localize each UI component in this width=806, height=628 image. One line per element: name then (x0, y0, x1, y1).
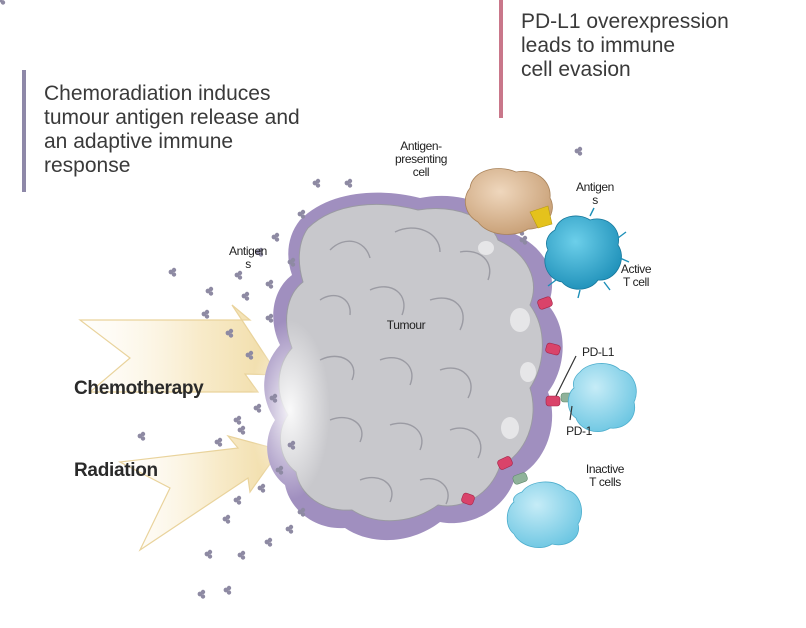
label-tumour: Tumour (386, 318, 426, 332)
right-heading: PD-L1 overexpression leads to immune cel… (521, 10, 729, 81)
label-pd-1: PD-1 (566, 424, 592, 438)
label-chemotherapy: Chemotherapy (74, 378, 204, 399)
left-heading-bar (22, 70, 26, 192)
chemotherapy-arrow-icon (78, 304, 280, 393)
pointer-lines (555, 355, 577, 421)
label-inactive-t-cells: Inactive T cells (585, 462, 625, 489)
label-radiation: Radiation (74, 460, 158, 481)
inactive-t-cell-lower (506, 481, 582, 548)
label-antigen-presenting-cell: Antigen- presenting cell (394, 139, 448, 179)
antigen-presenting-cell (464, 168, 553, 235)
radiation-arrow-icon (117, 434, 281, 552)
antigen-particles (0, 0, 583, 599)
label-antigens-top: Antigen s (576, 180, 614, 207)
left-heading: Chemoradiation induces tumour antigen re… (44, 82, 300, 177)
right-heading-bar (499, 0, 503, 118)
label-antigens-left: Antigen s (229, 244, 267, 271)
label-pd-l1: PD-L1 (581, 345, 614, 359)
pd-l1-markers (461, 296, 561, 506)
active-t-cell (544, 207, 630, 299)
inactive-t-cell-upper (567, 363, 637, 432)
tumour-mass (250, 192, 563, 541)
label-active-t-cell: Active T cell (620, 262, 652, 289)
